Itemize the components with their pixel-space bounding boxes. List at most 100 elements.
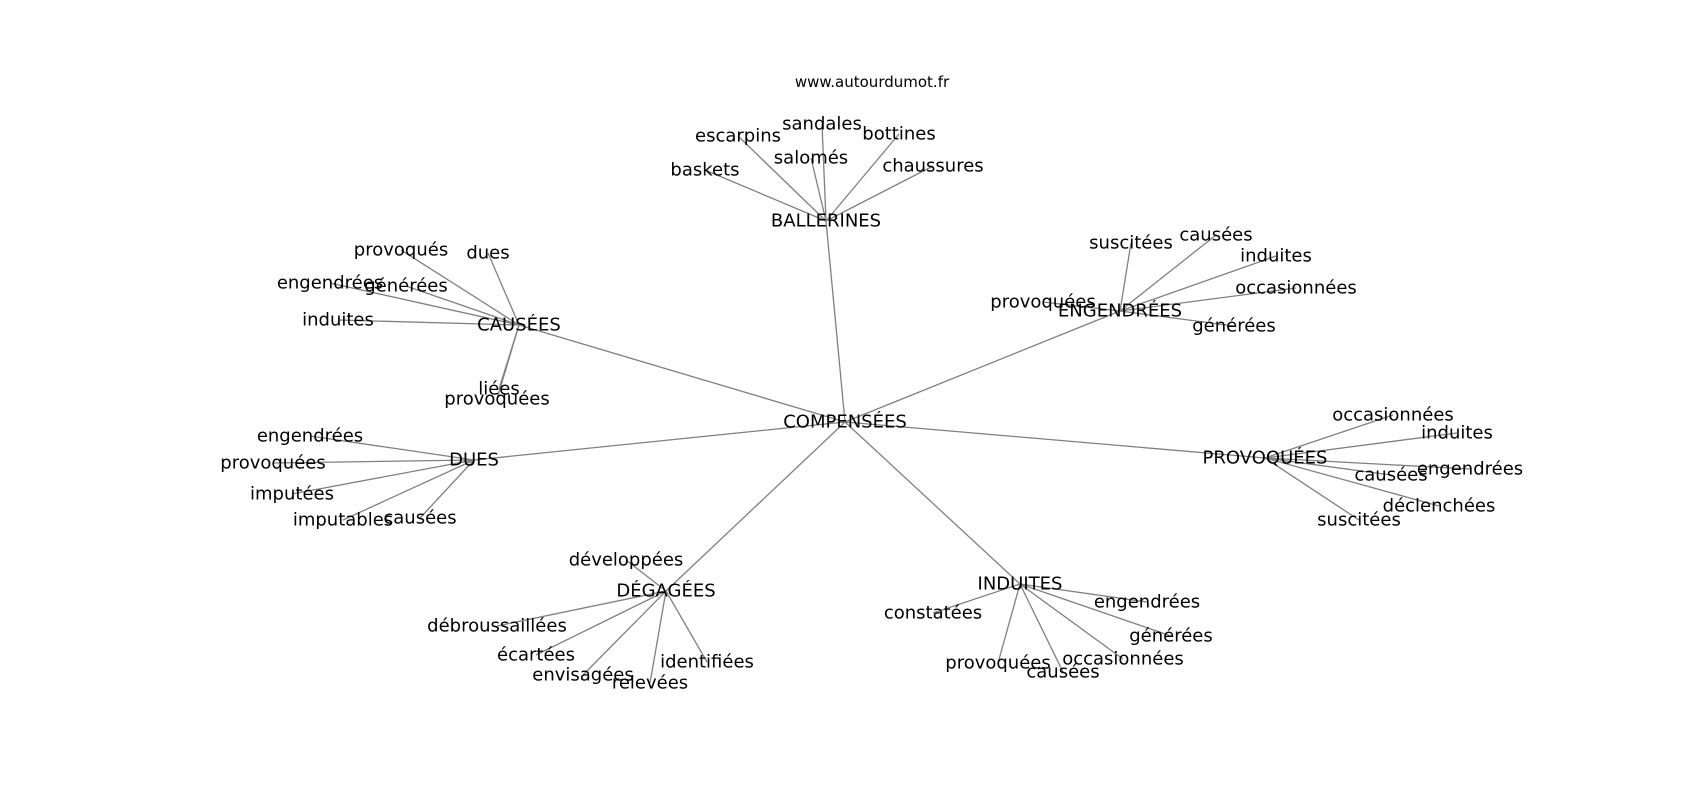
edge-cluster-leaf — [625, 559, 667, 592]
edge-cluster-leaf — [400, 249, 520, 326]
leaf-node: liées — [478, 379, 520, 400]
edge-cluster-leaf — [496, 324, 520, 400]
leaf-node: baskets — [670, 160, 739, 181]
edge-cluster-leaf — [1119, 255, 1277, 312]
leaf-node: induites — [1240, 246, 1312, 267]
edge-cluster-leaf — [582, 590, 667, 676]
leaf-node: provoquées — [220, 453, 325, 474]
leaf-node: provoqués — [354, 240, 448, 261]
edge-cluster-leaf — [1264, 414, 1394, 459]
edge-cluster-leaf — [704, 169, 827, 222]
leaf-node: provoquées — [444, 389, 549, 410]
edge-cluster-leaf — [1119, 310, 1235, 327]
leaf-node: relevées — [612, 673, 688, 694]
edge-cluster-leaf — [342, 459, 475, 521]
edge-cluster-leaf — [487, 252, 520, 326]
edge-cluster-leaf — [272, 459, 475, 464]
edge-center-cluster — [518, 324, 846, 423]
edge-cluster-leaf — [1264, 457, 1360, 521]
edge-cluster-leaf — [1119, 234, 1217, 312]
graph-edges — [272, 123, 1471, 684]
leaf-node: causées — [383, 508, 456, 529]
edge-cluster-leaf — [496, 590, 667, 627]
edge-cluster-leaf — [1019, 583, 1148, 603]
edge-cluster-leaf — [1119, 242, 1132, 312]
leaf-node: chaussures — [882, 156, 983, 177]
edge-cluster-leaf — [997, 583, 1021, 664]
cluster-node: ENGENDRÉES — [1058, 300, 1182, 322]
leaf-node: envisagées — [532, 665, 634, 686]
leaf-node: suscitées — [1089, 233, 1173, 254]
edge-cluster-leaf — [1019, 583, 1064, 673]
leaf-node: provoquées — [945, 653, 1050, 674]
leaf-node: développées — [569, 550, 684, 571]
leaf-node: provoquées — [990, 292, 1095, 313]
edge-center-cluster — [665, 421, 846, 592]
graph-labels: www.autourdumot.fr COMPENSÉES BALLERINES s… — [220, 73, 1523, 694]
edge-cluster-leaf — [337, 319, 520, 326]
leaf-node: engendrées — [1417, 459, 1523, 480]
leaf-node: sandales — [782, 114, 862, 135]
edge-cluster-leaf — [649, 590, 667, 684]
leaf-node: générées — [1129, 626, 1213, 647]
leaf-node: constatées — [884, 603, 982, 624]
edge-center-cluster — [844, 421, 1266, 459]
edge-cluster-leaf — [1264, 457, 1440, 507]
cluster-node: PROVOQUÉES — [1203, 447, 1328, 469]
leaf-node: imputées — [250, 484, 334, 505]
center-node: COMPENSÉES — [783, 411, 907, 433]
leaf-node: dues — [466, 243, 509, 264]
leaf-node: causées — [1354, 465, 1427, 486]
leaf-node: débroussaillées — [427, 616, 567, 637]
leaf-node: causées — [1026, 662, 1099, 683]
cluster-node: CAUSÉES — [477, 314, 561, 336]
leaf-node: générées — [364, 276, 448, 297]
edge-cluster-leaf — [1119, 287, 1297, 312]
edge-cluster-leaf — [665, 590, 708, 663]
leaf-node: identifiées — [660, 652, 754, 673]
leaf-node: engendrées — [257, 426, 363, 447]
edge-cluster-leaf — [405, 285, 520, 326]
leaf-node: engendrées — [1094, 592, 1200, 613]
leaf-node: imputables — [293, 510, 393, 531]
source-url: www.autourdumot.fr — [795, 73, 950, 91]
leaf-node: occasionnées — [1062, 649, 1184, 670]
edge-center-cluster — [844, 421, 1021, 585]
edge-cluster-leaf — [825, 133, 900, 222]
cluster-node: DÉGAGÉES — [616, 580, 715, 602]
leaf-node: salomés — [774, 148, 848, 169]
cluster-node: BALLERINES — [771, 211, 881, 232]
cluster-node: INDUITES — [978, 574, 1063, 595]
leaf-node: écartées — [497, 645, 575, 666]
edge-cluster-leaf — [1019, 583, 1172, 637]
edge-cluster-leaf — [810, 157, 827, 222]
leaf-node: déclenchées — [1383, 496, 1496, 517]
leaf-node: induites — [302, 310, 374, 331]
edge-cluster-leaf — [821, 123, 827, 222]
leaf-node: escarpins — [695, 126, 781, 147]
edge-cluster-leaf — [932, 583, 1021, 614]
leaf-node: occasionnées — [1332, 405, 1454, 426]
edge-cluster-leaf — [1019, 583, 1124, 660]
edge-cluster-leaf — [1264, 457, 1392, 476]
edge-cluster-leaf — [1042, 301, 1121, 312]
edge-cluster-leaf — [329, 282, 520, 326]
leaf-node: engendrées — [277, 273, 383, 294]
edge-cluster-leaf — [309, 435, 475, 461]
leaf-node: causées — [1179, 225, 1252, 246]
edge-center-cluster — [825, 220, 846, 423]
leaf-node: induites — [1421, 423, 1493, 444]
leaf-node: occasionnées — [1235, 278, 1357, 299]
edge-cluster-leaf — [1264, 432, 1458, 459]
edge-cluster-leaf — [825, 165, 934, 222]
edge-cluster-leaf — [737, 135, 827, 222]
edge-cluster-leaf — [419, 459, 475, 519]
leaf-node: bottines — [862, 124, 935, 145]
edge-cluster-leaf — [535, 590, 667, 656]
leaf-node: générées — [1192, 316, 1276, 337]
edge-cluster-leaf — [1264, 457, 1471, 470]
edge-cluster-leaf — [291, 459, 475, 495]
leaf-node: suscitées — [1317, 510, 1401, 531]
cluster-node: DUES — [449, 450, 499, 471]
